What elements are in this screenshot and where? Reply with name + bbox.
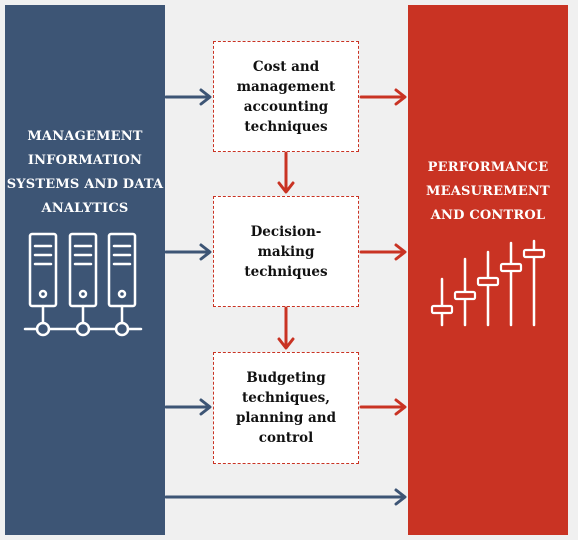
sliders-icon <box>430 239 546 327</box>
red-arrows <box>277 88 407 416</box>
box-cost-management-accounting: Cost and management accounting technique… <box>213 41 359 152</box>
blue-arrows <box>164 88 407 506</box>
box-budgeting-planning-control: Budgeting techniques, planning and contr… <box>213 352 359 464</box>
server-rack-icon <box>23 232 143 337</box>
left-panel: MANAGEMENT INFORMATION SYSTEMS AND DATA … <box>5 5 165 535</box>
right-panel-title: PERFORMANCE MEASUREMENT AND CONTROL <box>426 160 550 223</box>
box-decision-making: Decision-making techniques <box>213 196 359 307</box>
left-panel-title: MANAGEMENT INFORMATION SYSTEMS AND DATA … <box>6 129 164 216</box>
right-panel: PERFORMANCE MEASUREMENT AND CONTROL <box>408 5 568 535</box>
